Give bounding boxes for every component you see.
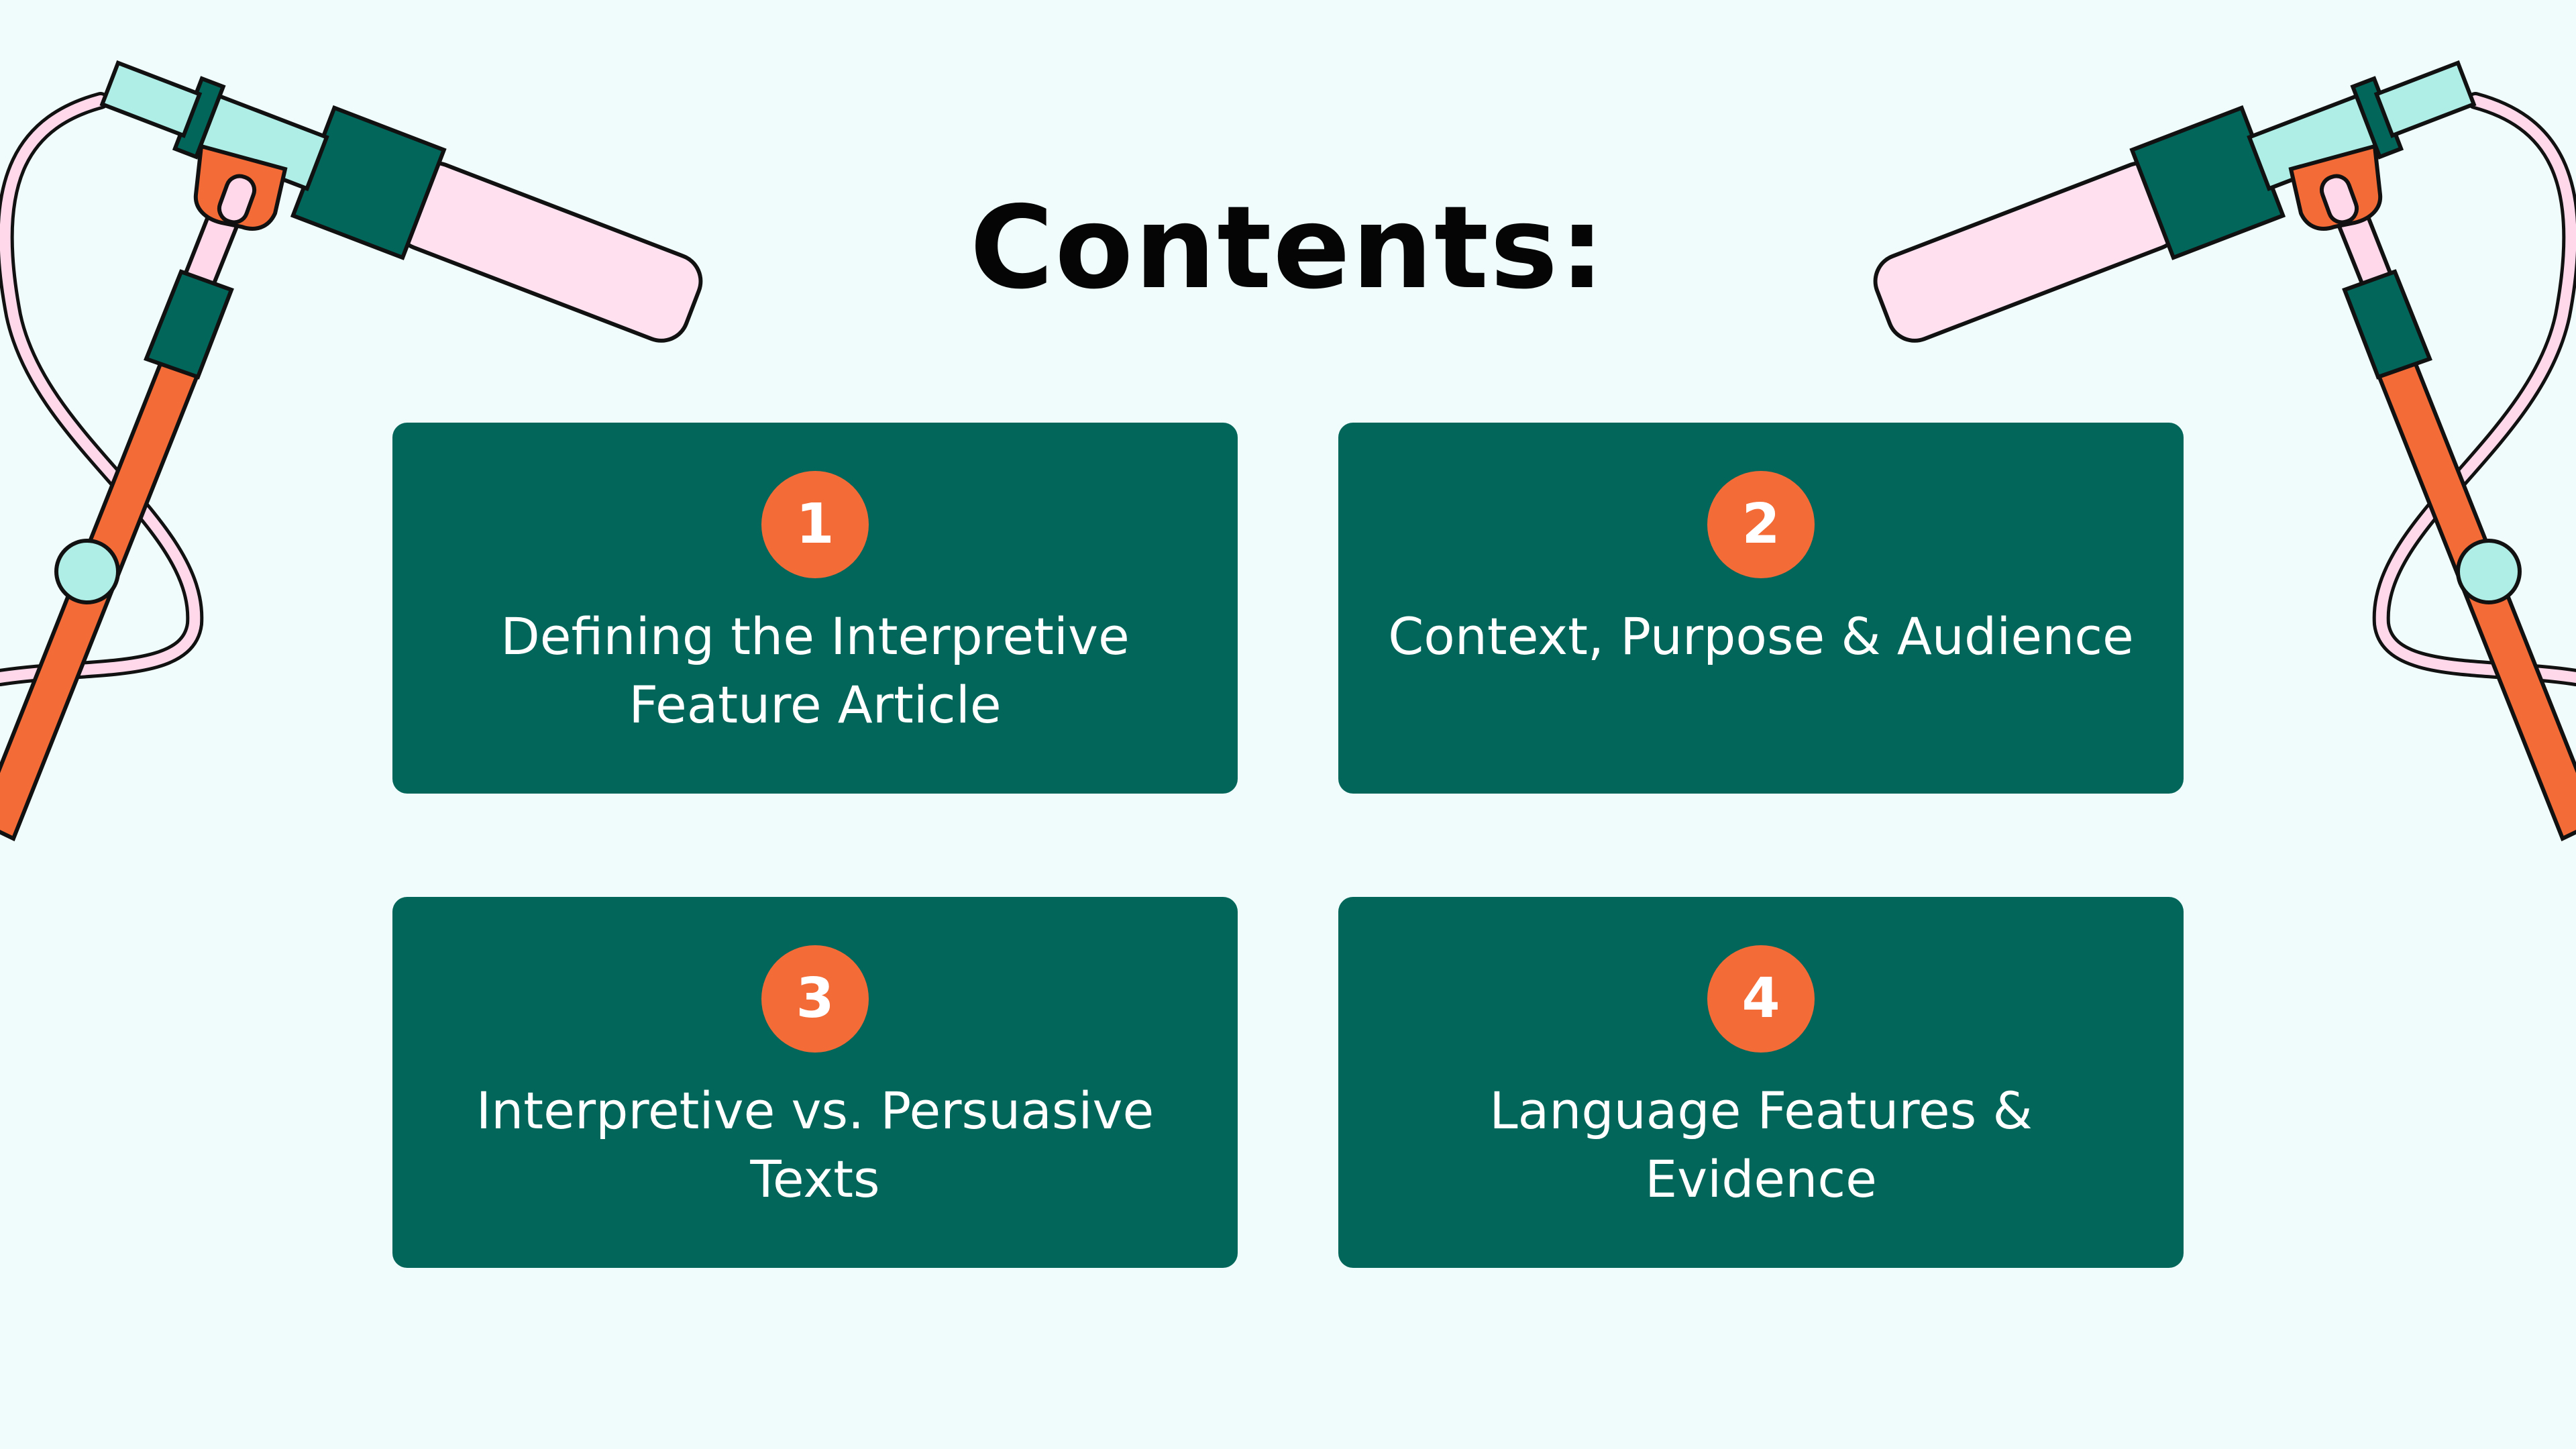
microphone-boom-icon bbox=[1873, 60, 2576, 842]
number-badge: 3 bbox=[761, 945, 869, 1053]
number-badge: 1 bbox=[761, 471, 869, 578]
microphone-boom-icon bbox=[0, 60, 703, 842]
contents-card-2[interactable]: 2 Context, Purpose & Audience bbox=[1338, 423, 2184, 794]
card-label: Language Features & Evidence bbox=[1489, 1081, 2033, 1209]
contents-card-1[interactable]: 1 Defining the Interpretive Feature Arti… bbox=[392, 423, 1238, 794]
page-title: Contents: bbox=[969, 182, 1607, 315]
card-label: Defining the Interpretive Feature Articl… bbox=[500, 606, 1130, 735]
card-label: Interpretive vs. Persuasive Texts bbox=[476, 1081, 1155, 1209]
contents-card-4[interactable]: 4 Language Features & Evidence bbox=[1338, 897, 2184, 1268]
contents-card-3[interactable]: 3 Interpretive vs. Persuasive Texts bbox=[392, 897, 1238, 1268]
number-badge: 4 bbox=[1707, 945, 1815, 1053]
number-badge: 2 bbox=[1707, 471, 1815, 578]
card-label: Context, Purpose & Audience bbox=[1388, 606, 2134, 666]
